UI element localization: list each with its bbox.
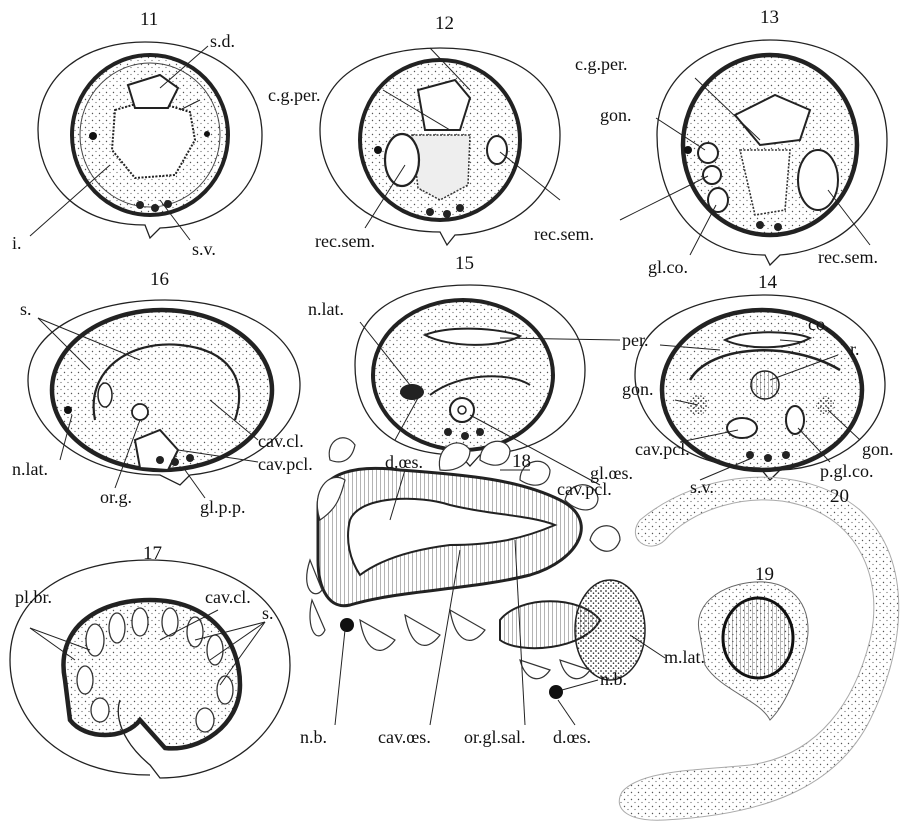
label-cav-pcl-14: cav.pcl. [635,440,690,458]
label-co: co. [808,315,830,333]
figure-19 [698,582,808,720]
figure-number-14: 14 [758,273,777,292]
label-cav-pcl-16: cav.pcl. [258,455,313,473]
label-m-lat: m.lat. [664,648,705,666]
label-s-v-14: s.v. [690,478,714,496]
label-gon-14b: gon. [862,440,894,458]
label-s-16: s. [20,300,32,318]
label-cav-cl-17: cav.cl. [205,588,251,606]
label-p-gl-co: p.gl.co. [820,462,874,480]
label-gl-co: gl.co. [648,258,688,276]
figure-number-16: 16 [150,270,169,289]
label-cav-oes: cav.œs. [378,728,431,746]
figure-number-15: 15 [455,254,474,273]
label-gl-p-p: gl.p.p. [200,498,246,516]
label-rec-sem-13a: rec.sem. [534,225,594,243]
label-or-gl-sal: or.gl.sal. [464,728,526,746]
figure-number-18: 18 [512,452,531,471]
label-i: i. [12,234,22,252]
figure-number-11: 11 [140,10,158,29]
figure-number-13: 13 [760,8,779,27]
label-rec-sem-12: rec.sem. [315,232,375,250]
figure-13 [620,40,887,265]
label-d-oes-18a: d.œs. [385,453,423,471]
figure-number-20: 20 [830,487,849,506]
label-or-g: or.g. [100,488,132,506]
label-c-g-per-12: c.g.per. [268,86,320,104]
label-n-lat-16: n.lat. [12,460,48,478]
label-gon-14a: gon. [622,380,654,398]
label-s-17: s. [262,604,274,622]
label-r: r. [850,340,860,358]
figure-12 [320,48,560,245]
figure-11 [30,42,262,240]
figure-number-19: 19 [755,565,774,584]
label-d-oes-18b: d.œs. [553,728,591,746]
label-s-d: s.d. [210,32,235,50]
label-gon-13: gon. [600,106,632,124]
label-n-b-18a: n.b. [300,728,327,746]
label-cav-cl-16: cav.cl. [258,432,304,450]
label-s-v-11: s.v. [192,240,216,258]
label-n-b-18b: n.b. [600,670,627,688]
label-n-lat-15: n.lat. [308,300,344,318]
label-per: per. [622,331,649,349]
label-gl-oes: gl.œs. [590,464,633,482]
figure-number-17: 17 [143,544,162,563]
label-pl-br: pl.br. [15,588,52,606]
label-c-g-per-13: c.g.per. [575,55,627,73]
label-rec-sem-13b: rec.sem. [818,248,878,266]
figure-number-12: 12 [435,14,454,33]
